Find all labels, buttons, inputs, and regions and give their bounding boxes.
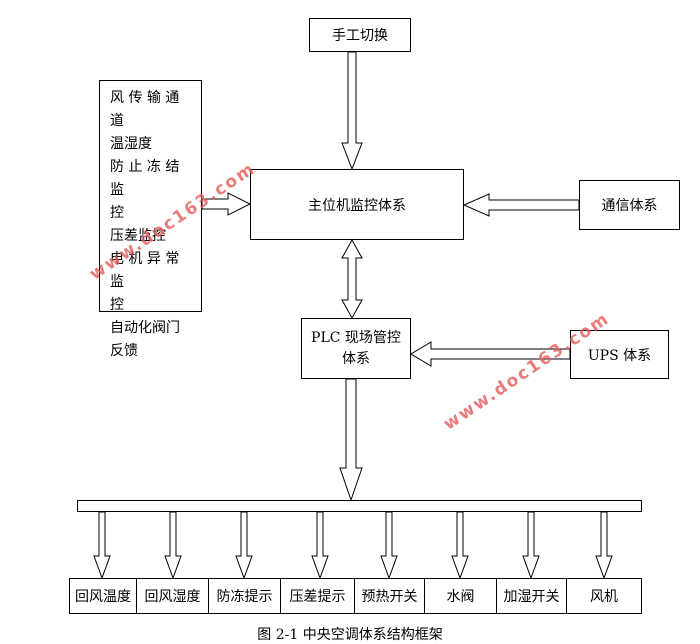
manual-switch-label: 手工切换 <box>332 28 388 44</box>
arrow-bus-to-item <box>93 511 111 580</box>
plc-label: PLC 现场管控 体系 <box>311 329 401 367</box>
arrow-bus-to-item <box>311 511 329 580</box>
bottom-item-label: 预热开关 <box>361 589 418 605</box>
bottom-item-pressure-diff: 压差提示 <box>280 578 355 614</box>
left-panel-line: 风 传 输 通 道 <box>110 90 180 129</box>
arrow-manual-to-main <box>341 51 363 171</box>
left-panel-line: 温湿度 <box>110 136 152 152</box>
ups-box: UPS 体系 <box>570 330 669 379</box>
bottom-item-label: 加湿开关 <box>503 589 560 605</box>
arrow-comm-to-main <box>462 193 580 217</box>
left-panel-line: 控 <box>110 205 124 221</box>
arrow-ups-to-plc <box>410 341 571 367</box>
arrow-bus-to-item <box>451 511 469 580</box>
left-panel-line: 防 止 冻 结 监 <box>110 159 180 198</box>
bottom-row: 回风温度 回风湿度 防冻提示 压差提示 预热开关 水阀 加湿开关 风机 <box>69 578 642 614</box>
comm-system-box: 通信体系 <box>579 180 680 230</box>
arrow-main-plc <box>341 238 363 320</box>
bottom-item-label: 防冻提示 <box>216 589 273 605</box>
arrow-left-to-main <box>201 192 252 216</box>
comm-system-label: 通信体系 <box>601 198 658 214</box>
left-panel-line: 反馈 <box>110 343 138 359</box>
arrow-bus-to-item <box>235 511 253 580</box>
arrow-bus-to-item <box>164 511 182 580</box>
bottom-item-humidify-switch: 加湿开关 <box>496 578 567 614</box>
left-panel-line: 控 <box>110 297 124 313</box>
bottom-item-label: 回风湿度 <box>144 589 201 605</box>
bottom-item-antifreeze: 防冻提示 <box>208 578 281 614</box>
left-panel: 风 传 输 通 道 温湿度 防 止 冻 结 监 控 压差监控 电 机 异 常 监… <box>99 80 202 359</box>
arrow-bus-to-item <box>380 511 398 580</box>
arrow-plc-to-bus <box>339 378 363 502</box>
bottom-item-label: 风机 <box>590 589 618 605</box>
plc-box: PLC 现场管控 体系 <box>301 318 411 379</box>
arrow-bus-to-item <box>595 511 613 580</box>
bottom-item-label: 回风温度 <box>75 589 131 605</box>
bottom-item-return-temp: 回风温度 <box>69 578 137 614</box>
main-monitor-label: 主位机监控体系 <box>308 197 406 214</box>
bus-bar <box>77 500 642 512</box>
manual-switch-box: 手工切换 <box>309 18 411 52</box>
left-panel-lines: 风 传 输 通 道 温湿度 防 止 冻 结 监 控 压差监控 电 机 异 常 监… <box>110 87 195 363</box>
bottom-item-label: 压差提示 <box>289 589 346 605</box>
arrow-bus-to-item <box>522 511 540 580</box>
left-panel-line: 电 机 异 常 监 <box>110 251 180 290</box>
left-panel-line: 压差监控 <box>110 228 166 244</box>
bottom-item-label: 水阀 <box>446 589 475 605</box>
bottom-item-preheat-switch: 预热开关 <box>354 578 425 614</box>
bottom-item-fan: 风机 <box>566 578 642 614</box>
main-monitor-box: 主位机监控体系 <box>250 169 464 240</box>
figure-caption: 图 2-1 中央空调体系结构框架 <box>257 627 443 643</box>
bottom-item-return-humidity: 回风湿度 <box>136 578 209 614</box>
left-panel-line: 自动化阀门 <box>110 320 180 336</box>
bottom-item-water-valve: 水阀 <box>424 578 497 614</box>
ups-label: UPS 体系 <box>587 347 652 364</box>
